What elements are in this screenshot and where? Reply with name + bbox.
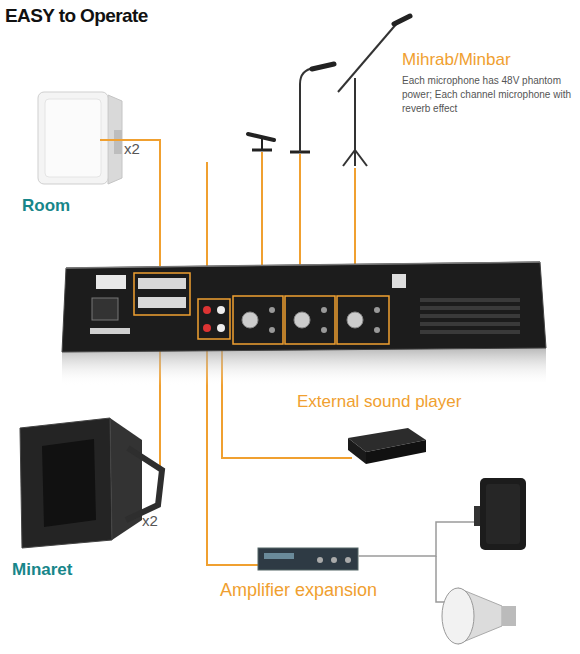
rca-jack <box>217 306 225 314</box>
chassis-edge <box>66 262 540 268</box>
vent-slot <box>420 322 520 326</box>
rca-jack <box>203 324 211 332</box>
panel-outline <box>134 273 190 315</box>
rating-label <box>90 328 130 334</box>
device-label: Amplifier expansion <box>220 580 377 601</box>
knob <box>374 307 380 313</box>
title-text: EASY to Operate <box>5 5 148 27</box>
knob <box>374 327 380 333</box>
horn-body <box>110 418 142 540</box>
rca-jack <box>217 324 225 332</box>
panel-outline <box>198 299 230 339</box>
quantity-label: x2 <box>142 512 158 529</box>
vent-slot <box>420 306 520 310</box>
panel-outline <box>337 296 389 344</box>
knob <box>345 557 351 563</box>
vent-grille <box>420 298 520 334</box>
note-text: Each microphone has 48V phantom power; E… <box>402 74 574 116</box>
mic-stand <box>354 78 356 150</box>
tripod-leg <box>355 150 367 166</box>
terminal-block <box>138 278 186 289</box>
horn-driver <box>502 606 516 626</box>
speaker-bracket <box>474 506 480 526</box>
knob <box>269 327 275 333</box>
xlr-jack <box>294 312 310 328</box>
xlr-jack <box>242 312 258 328</box>
horn-bracket <box>126 448 162 520</box>
zone-label: Room <box>22 196 70 216</box>
panel-outline <box>285 296 335 344</box>
warning-label <box>96 275 126 289</box>
room-speaker <box>38 92 108 184</box>
knob <box>317 557 323 563</box>
expansion-amplifier <box>258 548 358 570</box>
wire <box>358 522 480 556</box>
reflection <box>62 348 546 386</box>
tripod-leg <box>354 150 356 166</box>
mic-stem <box>261 138 263 150</box>
ce-mark <box>392 274 406 288</box>
knob <box>331 557 337 563</box>
vent-slot <box>420 330 520 334</box>
speaker-grille <box>486 484 520 544</box>
front-display <box>264 553 294 559</box>
player-side <box>348 438 366 464</box>
table-microphone <box>248 134 274 140</box>
tripod-leg <box>343 150 355 166</box>
horn-throat <box>42 439 96 527</box>
mic-stand <box>299 84 301 152</box>
vent-slot <box>420 298 520 302</box>
quantity-label: x2 <box>124 140 140 157</box>
amplifier-chassis <box>62 262 546 352</box>
xlr-jack <box>347 312 363 328</box>
vent-slot <box>420 314 520 318</box>
speaker-grille <box>45 99 101 177</box>
zone-label: Mihrab/Minbar <box>402 50 511 70</box>
device-label: External sound player <box>297 392 461 412</box>
knob <box>321 327 327 333</box>
horn-loudspeaker <box>442 588 474 644</box>
boom-arm <box>338 22 398 92</box>
box-speaker <box>480 478 526 550</box>
rca-jack <box>203 306 211 314</box>
power-inlet <box>92 298 118 320</box>
zone-label: Minaret <box>12 560 72 580</box>
player-front <box>366 440 426 464</box>
speaker-bracket <box>114 130 122 154</box>
minaret-horn <box>20 418 112 548</box>
panel-outline <box>233 296 283 344</box>
knob <box>321 307 327 313</box>
terminal-block <box>138 297 186 308</box>
gooseneck-microphone <box>312 64 334 69</box>
wire <box>100 140 160 274</box>
boom-microphone <box>394 16 410 24</box>
knob <box>269 307 275 313</box>
